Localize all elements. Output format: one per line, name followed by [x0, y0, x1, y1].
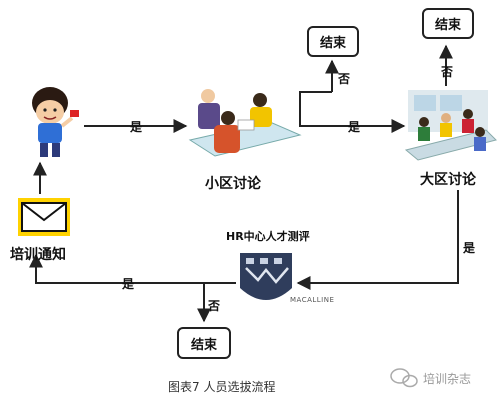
person-icon [32, 87, 79, 157]
wechat-icon [390, 368, 418, 388]
figure-caption: 图表7 人员选拔流程 [168, 380, 276, 394]
small-discussion-illustration [188, 89, 302, 157]
connectors [33, 44, 459, 323]
end-box-bottom: 结束 [177, 327, 231, 359]
arrow-hr-to-notice [35, 266, 236, 284]
small-discussion-label: 小区讨论 [205, 176, 261, 192]
edge-label-yes-2: 是 [348, 120, 361, 134]
arrow-small-split [299, 91, 332, 118]
hr-center-label: HR中心人才测评 [226, 230, 310, 243]
end-box-top-mid: 结束 [307, 26, 359, 57]
edge-label-yes-3: 是 [463, 241, 476, 255]
edge-label-no-2: 否 [441, 65, 454, 79]
large-discussion-label: 大区讨论 [420, 172, 476, 188]
end-box-label: 结束 [190, 337, 217, 353]
hr-center-logo [240, 253, 292, 300]
hr-logo-text: MACALLINE [290, 296, 335, 304]
end-box-label: 结束 [319, 36, 346, 51]
end-box-label: 结束 [434, 18, 461, 33]
edge-label-no-3: 否 [208, 299, 221, 313]
watermark-text: 培训杂志 [423, 372, 472, 386]
end-box-top-right: 结束 [422, 8, 474, 39]
envelope-icon [18, 198, 70, 236]
edge-label-no-1: 否 [338, 72, 351, 86]
training-notice-label: 培训通知 [10, 247, 66, 263]
edge-label-yes-4: 是 [122, 277, 135, 291]
arrow-small-to-large [299, 118, 406, 133]
edge-label-yes-1: 是 [130, 120, 143, 134]
arrow-large-to-hr [296, 190, 459, 290]
large-discussion-illustration [404, 90, 497, 161]
